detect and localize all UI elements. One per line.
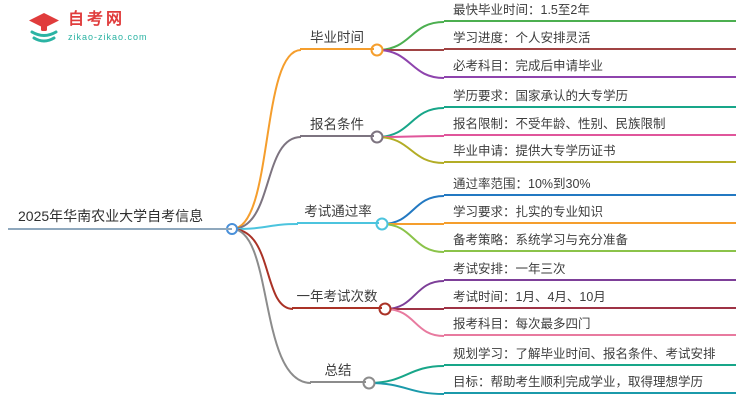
branch-node-registration-conditions: 报名条件: [300, 116, 374, 137]
leaf-node: 学习进度：个人安排灵活: [444, 30, 736, 50]
connector-leaf: [376, 107, 445, 138]
leaf-node: 必考科目：完成后申请毕业: [444, 58, 736, 78]
branch-node-exams-per-year: 一年考试次数: [292, 288, 382, 309]
leaf-node: 报考科目：每次最多四门: [444, 316, 736, 336]
leaf-node: 通过率范围：10%到30%: [444, 176, 736, 196]
branch-node-pass-rate: 考试通过率: [297, 203, 379, 224]
leaf-node: 目标：帮助考生顺利完成学业，取得理想学历: [444, 374, 736, 394]
connector-leaf: [384, 280, 445, 310]
connector-leaf: [376, 21, 445, 51]
leaf-node: 考试时间：1月、4月、10月: [444, 289, 736, 309]
graduation-cap-icon: [29, 13, 59, 43]
connector-root-branch-1: [231, 136, 302, 230]
site-logo: 自考网 zikao-zikao.com: [26, 10, 148, 46]
connector-leaf: [368, 382, 445, 395]
logo-title: 自考网: [68, 11, 126, 28]
leaf-node: 最快毕业时间：1.5至2年: [444, 2, 736, 22]
root-node: 2025年华南农业大学自考信息: [8, 206, 232, 230]
leaf-node: 规划学习：了解毕业时间、报名条件、考试安排: [444, 346, 736, 366]
connector-root-branch-3: [231, 228, 294, 310]
connector-leaf: [381, 223, 445, 253]
branch-circle: [378, 302, 392, 316]
leaf-node: 学习要求：扎实的专业知识: [444, 204, 736, 224]
branch-circle: [375, 217, 389, 231]
connector-leaf: [384, 308, 445, 337]
branch-node-summary: 总结: [310, 362, 366, 383]
logo-text: 自考网 zikao-zikao.com: [68, 10, 148, 42]
leaf-node: 考试安排：一年三次: [444, 261, 736, 281]
connector-root-branch-0: [231, 49, 302, 230]
connector-leaf: [381, 195, 445, 225]
logo-subtitle: zikao-zikao.com: [68, 32, 148, 42]
connector-leaf: [368, 365, 445, 384]
leaf-node: 备考策略：系统学习与充分准备: [444, 232, 736, 252]
leaf-node: 学历要求：国家承认的大专学历: [444, 88, 736, 108]
branch-circle: [370, 130, 384, 144]
leaf-node: 毕业申请：提供大专学历证书: [444, 143, 736, 163]
leaf-node: 报名限制：不受年龄、性别、民族限制: [444, 116, 736, 136]
connector-leaf: [376, 49, 445, 79]
connector-root-branch-4: [231, 228, 312, 384]
branch-circle: [370, 43, 384, 57]
branch-circle: [362, 376, 376, 390]
connector-leaf: [376, 136, 445, 164]
branch-node-graduation-time: 毕业时间: [300, 29, 374, 50]
connector-root-branch-2: [231, 223, 299, 230]
